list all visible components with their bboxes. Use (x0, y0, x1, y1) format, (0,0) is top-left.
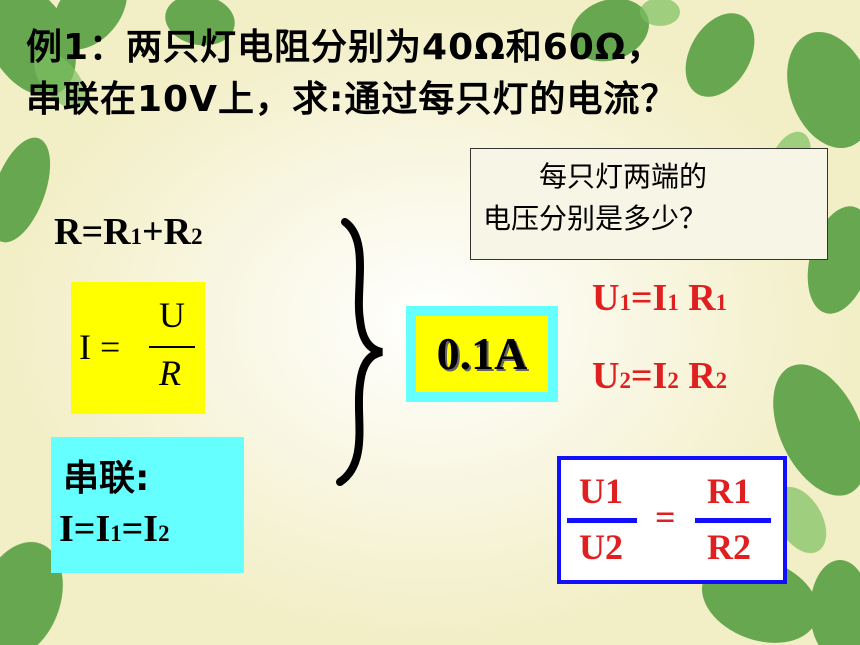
ohm-law-box: I = U R (71, 282, 205, 414)
formula-text: I=I (59, 508, 111, 550)
question-line-2: 电压分别是多少？ (483, 202, 708, 235)
subscript: 2 (191, 224, 203, 249)
series-current-formula: I=I1=I2 (59, 507, 170, 551)
u1-formula: U1=I1 R1 (592, 276, 727, 320)
ohm-numerator: U (159, 295, 185, 335)
subscript: 1 (110, 521, 122, 546)
subscript: 2 (619, 368, 631, 393)
ratio-box: U1 U2 = R1 R2 (557, 456, 787, 584)
fraction-bar (149, 346, 195, 348)
fraction-bar (567, 518, 637, 523)
ohm-lhs: I = (79, 327, 121, 367)
subscript: 1 (667, 290, 679, 315)
formula-text: +R (141, 211, 192, 253)
title-line-2: 串联在10V上，求:通过每只灯的电流？ (26, 79, 678, 120)
title-line-1: 例1：两只灯电阻分别为40Ω和60Ω， (26, 27, 664, 68)
ratio-r-numerator: R1 (707, 471, 751, 511)
problem-title: 例1：两只灯电阻分别为40Ω和60Ω， 串联在10V上，求:通过每只灯的电流？ (26, 22, 677, 126)
formula-text: R (678, 277, 716, 319)
series-label: 串联: (63, 458, 150, 499)
u2-formula: U2=I2 R2 (592, 354, 727, 398)
answer-box: 0.1A (406, 306, 558, 402)
subscript: 1 (619, 290, 631, 315)
formula-text: U (592, 355, 620, 397)
subscript: 1 (715, 290, 728, 315)
formula-text: R=R (54, 211, 131, 253)
formula-text: U (592, 277, 620, 319)
ohm-denominator: R (159, 353, 181, 393)
subscript: 2 (158, 521, 170, 546)
brace-icon (336, 218, 383, 486)
formula-text: =I (121, 508, 159, 550)
formula-text: =I (630, 355, 668, 397)
question-line-1: 每只灯两端的 (539, 160, 708, 193)
total-resistance-formula: R=R1+R2 (54, 210, 202, 254)
subscript: 2 (667, 368, 679, 393)
subscript: 1 (130, 224, 142, 249)
answer-value: 0.1A (416, 316, 548, 392)
subscript: 2 (715, 368, 728, 393)
formula-text: =I (630, 277, 668, 319)
question-box: 每只灯两端的 电压分别是多少？ (470, 148, 828, 260)
formula-text: R (678, 355, 716, 397)
fraction-bar (695, 518, 771, 523)
ratio-r-denominator: R2 (707, 527, 751, 567)
ratio-u-denominator: U2 (579, 527, 623, 567)
ratio-u-numerator: U1 (579, 471, 623, 511)
ratio-equals: = (655, 497, 676, 537)
series-box: 串联: I=I1=I2 (51, 437, 244, 573)
